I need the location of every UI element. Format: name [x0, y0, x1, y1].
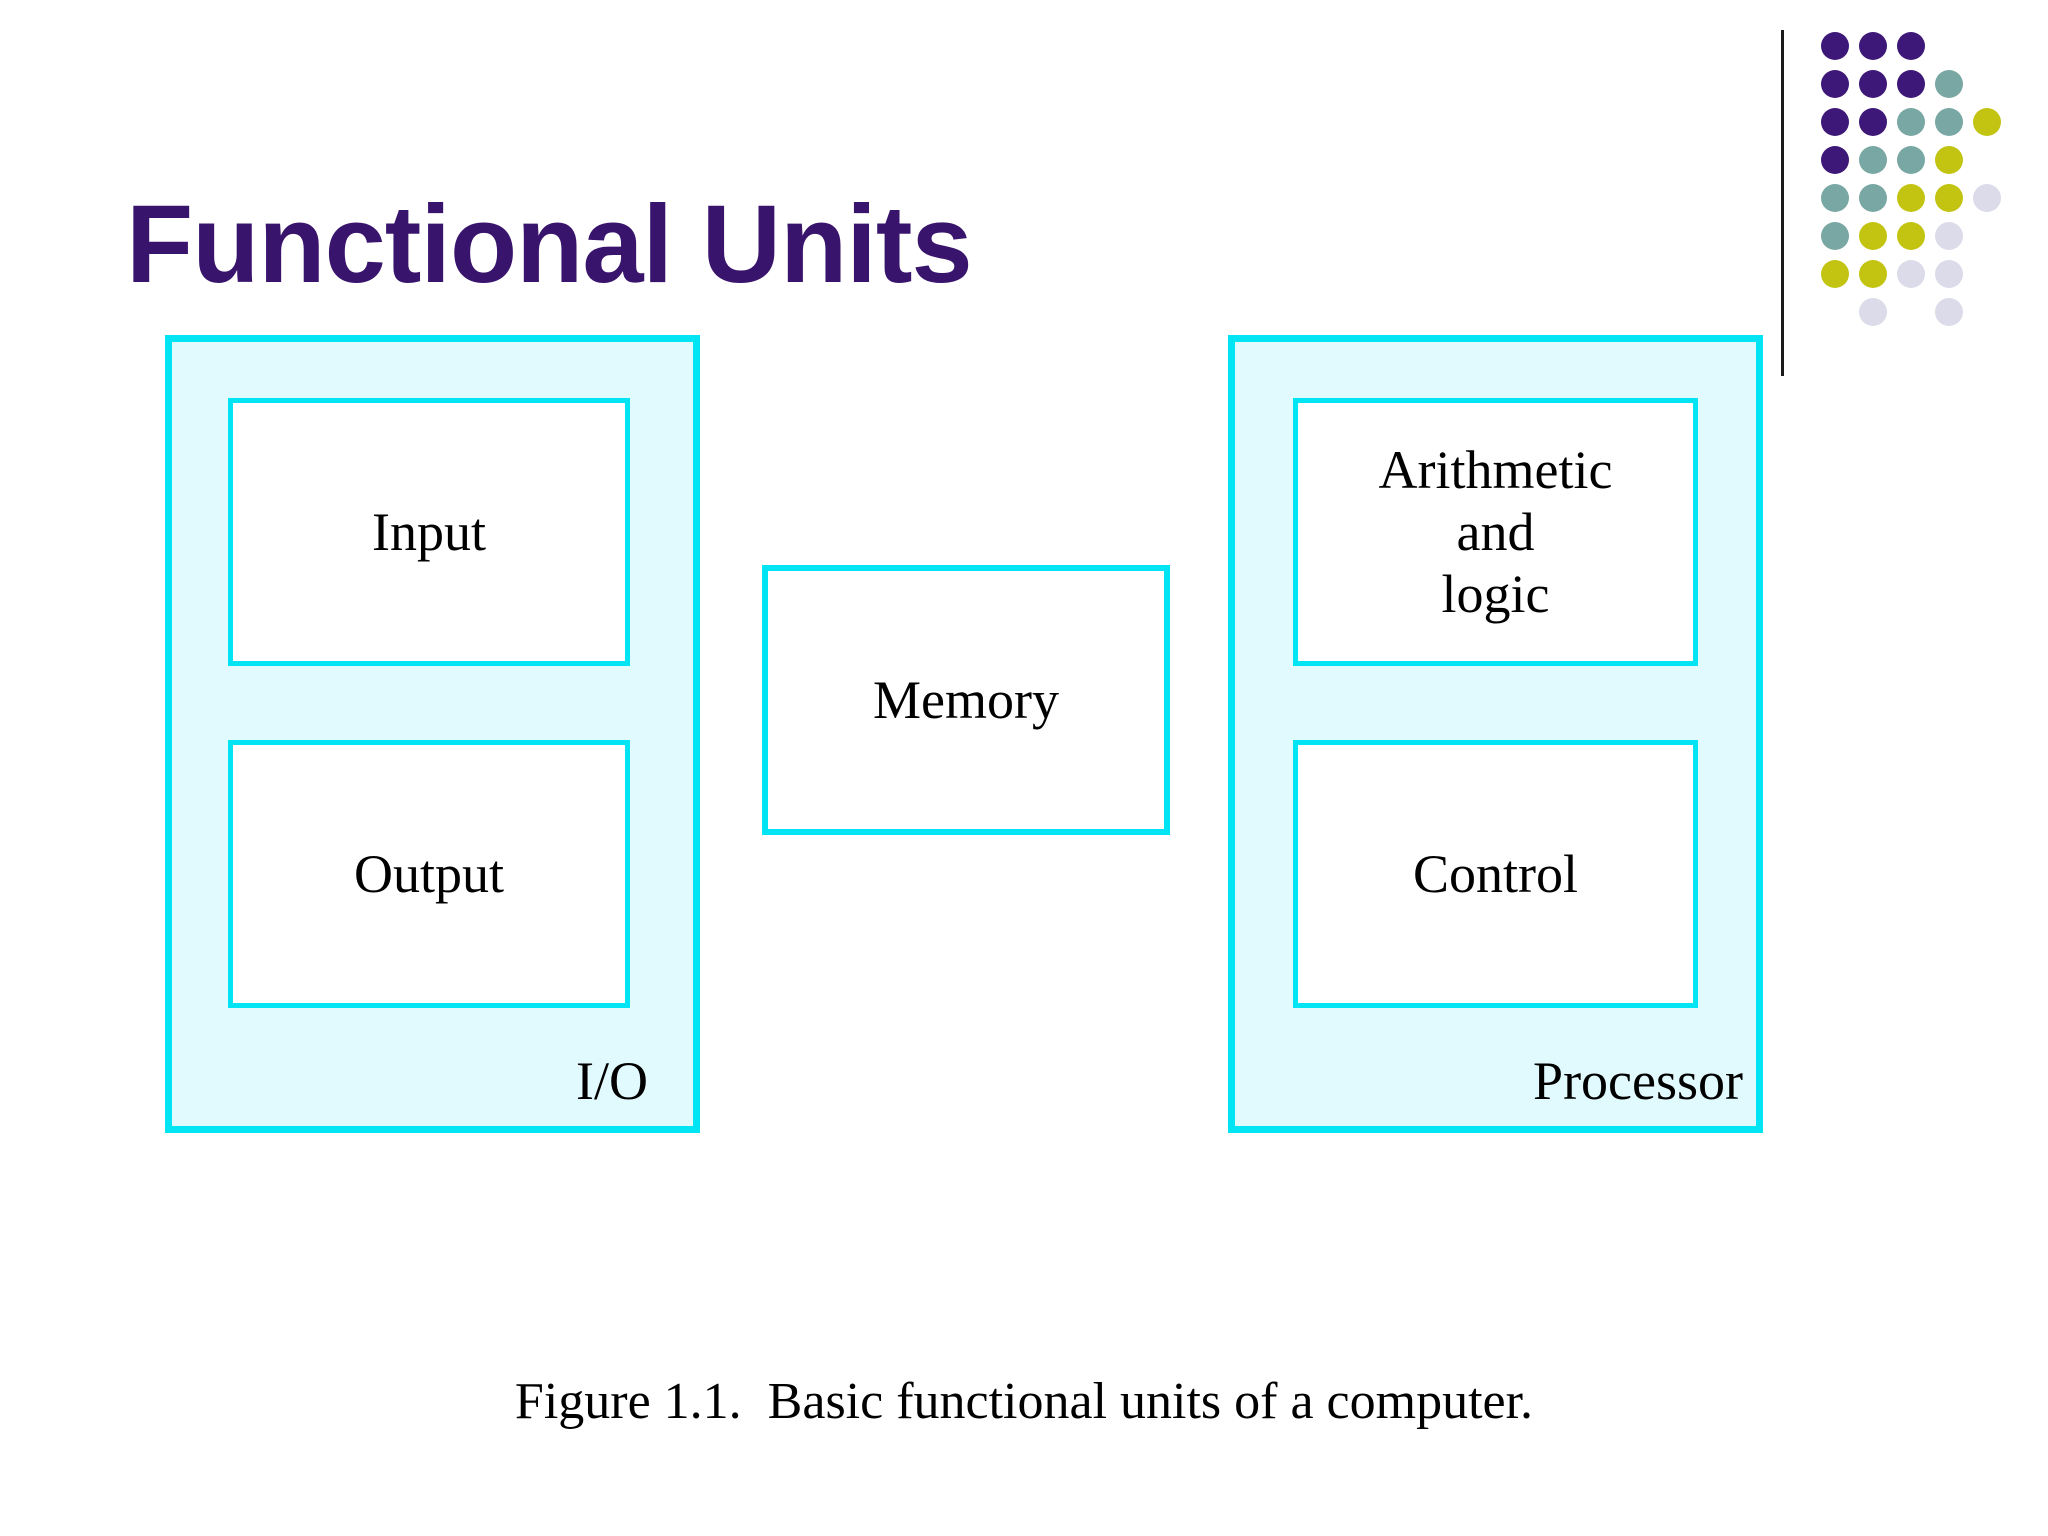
decorative-dot	[1897, 222, 1925, 250]
decorative-vertical-line	[1781, 30, 1784, 376]
decorative-dot	[1935, 184, 1963, 212]
decorative-dot	[1859, 32, 1887, 60]
decorative-dot	[1821, 108, 1849, 136]
decorative-dot	[1821, 146, 1849, 174]
input-label: Input	[372, 502, 486, 562]
decorative-dot	[1897, 146, 1925, 174]
arithmetic-logic-box: Arithmetic and logic	[1293, 398, 1698, 666]
decorative-dot	[1973, 108, 2001, 136]
decorative-dot	[1935, 260, 1963, 288]
decorative-dot	[1821, 222, 1849, 250]
decorative-dot	[1821, 184, 1849, 212]
page-title: Functional Units	[126, 183, 973, 306]
memory-label: Memory	[873, 670, 1059, 730]
decorative-dot	[1897, 70, 1925, 98]
io-unit-box: Input Output I/O	[165, 335, 700, 1133]
decorative-dot	[1859, 260, 1887, 288]
decorative-dot	[1935, 70, 1963, 98]
decorative-dot	[1859, 146, 1887, 174]
decorative-dot-grid	[1821, 32, 2011, 336]
decorative-dot	[1973, 184, 2001, 212]
processor-unit-label: Processor	[1533, 1050, 1743, 1111]
memory-box: Memory	[762, 565, 1170, 835]
decorative-dot	[1897, 32, 1925, 60]
decorative-dot	[1821, 32, 1849, 60]
processor-unit-box: Arithmetic and logic Control Processor	[1228, 335, 1763, 1133]
output-box: Output	[228, 740, 630, 1008]
output-label: Output	[353, 844, 504, 904]
decorative-dot	[1821, 260, 1849, 288]
control-label: Control	[1412, 844, 1578, 904]
control-box: Control	[1293, 740, 1698, 1008]
figure-caption: Figure 1.1. Basic functional units of a …	[514, 1373, 1534, 1430]
decorative-dot	[1935, 222, 1963, 250]
decorative-dot	[1859, 70, 1887, 98]
decorative-dot	[1859, 222, 1887, 250]
decorative-dot	[1859, 108, 1887, 136]
io-unit-label: I/O	[576, 1050, 648, 1111]
decorative-dot	[1897, 184, 1925, 212]
decorative-dot	[1897, 108, 1925, 136]
arithmetic-logic-label: Arithmetic and logic	[1378, 439, 1613, 625]
decorative-dot	[1897, 260, 1925, 288]
decorative-dot	[1859, 298, 1887, 326]
decorative-dot	[1859, 184, 1887, 212]
input-box: Input	[228, 398, 630, 666]
decorative-dot	[1935, 298, 1963, 326]
decorative-dot	[1935, 146, 1963, 174]
decorative-dot	[1935, 108, 1963, 136]
decorative-dot	[1821, 70, 1849, 98]
